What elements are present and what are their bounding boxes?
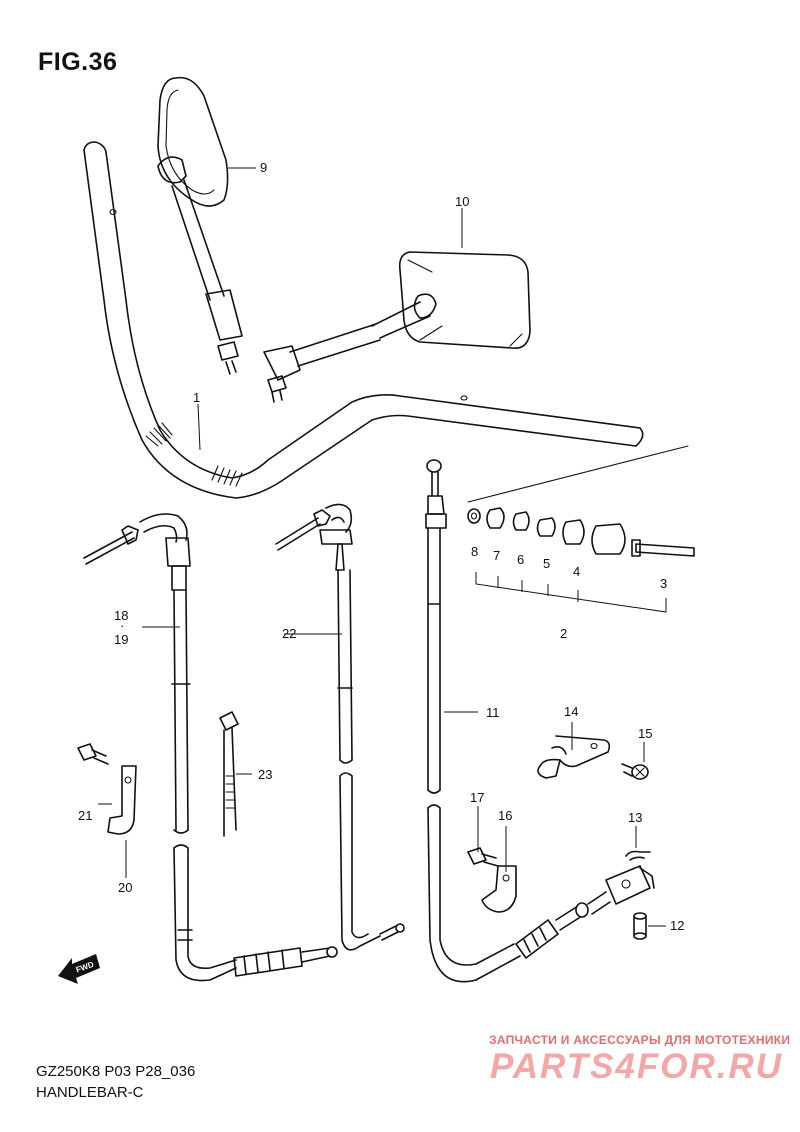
cable-18-19 xyxy=(83,513,338,982)
figure-title: FIG.36 xyxy=(38,48,118,76)
callout-5: 5 xyxy=(543,556,550,571)
part-20-clamp xyxy=(107,765,137,835)
mirror-left xyxy=(157,76,243,375)
watermark-tagline: ЗАПЧАСТИ И АКСЕССУАРЫ ДЛЯ МОТОТЕХНИКИ xyxy=(489,1033,791,1047)
section-name: HANDLEBAR-C xyxy=(36,1084,144,1101)
callout-15: 15 xyxy=(638,726,652,741)
part-12-pin xyxy=(633,912,647,940)
cable-11 xyxy=(425,459,655,983)
callout-19: 19 xyxy=(114,632,128,647)
fwd-arrow-icon: FWD xyxy=(58,954,100,984)
callout-17: 17 xyxy=(470,790,484,805)
callout-16: 16 xyxy=(498,808,512,823)
part-14-bracket xyxy=(537,735,611,779)
part-23-tie xyxy=(219,711,239,837)
callout-4: 4 xyxy=(573,564,580,579)
model-code: GZ250K8 P03 P28_036 xyxy=(36,1063,196,1080)
callout-22: 22 xyxy=(282,626,296,641)
watermark-logo: PARTS4FOR.RU xyxy=(490,1047,784,1086)
callout-12: 12 xyxy=(670,918,684,933)
callout-labels: 9 10 1 8 7 6 5 4 3 2 18 · 19 22 11 14 15… xyxy=(78,160,684,933)
mirror-right xyxy=(263,251,531,403)
callout-18: 18 xyxy=(114,608,128,623)
part-13-clip xyxy=(625,850,651,861)
part-16-clamp xyxy=(481,865,517,913)
callout-10: 10 xyxy=(455,194,469,209)
leader-lines xyxy=(98,167,666,927)
callout-21: 21 xyxy=(78,808,92,823)
callout-11: 11 xyxy=(486,705,500,720)
callout-23: 23 xyxy=(258,767,272,782)
callout-3: 3 xyxy=(660,576,667,591)
part-17-bolt xyxy=(467,847,499,867)
callout-8: 8 xyxy=(471,544,478,559)
callout-separator: · xyxy=(120,618,124,633)
part-21-bolt xyxy=(77,743,109,765)
callout-13: 13 xyxy=(628,810,642,825)
handlebar xyxy=(83,141,644,499)
callout-6: 6 xyxy=(517,552,524,567)
part-15-screw xyxy=(621,763,649,780)
callout-9: 9 xyxy=(260,160,267,175)
callout-1: 1 xyxy=(193,390,200,405)
callout-20: 20 xyxy=(118,880,132,895)
callout-2: 2 xyxy=(560,626,567,641)
cable-22 xyxy=(275,503,405,951)
callout-7: 7 xyxy=(493,548,500,563)
bar-end-assembly xyxy=(467,445,695,613)
callout-14: 14 xyxy=(564,704,578,719)
